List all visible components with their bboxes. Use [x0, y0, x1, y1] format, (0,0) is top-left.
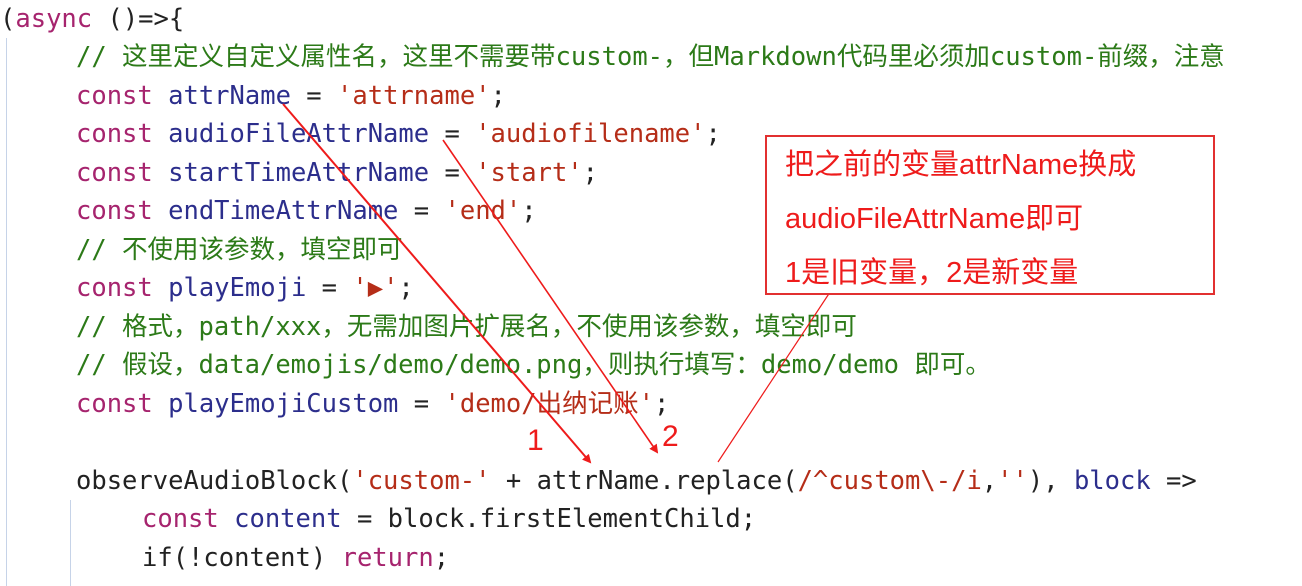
callout-line-2: audioFileAttrName即可	[785, 203, 1084, 235]
code-line-3: const attrName = 'attrname';	[76, 81, 506, 111]
code-line-9: // 格式，path/xxx，无需加图片扩展名，不使用该参数，填空即可	[76, 312, 857, 342]
code-line-6: const endTimeAttrName = 'end';	[76, 196, 537, 226]
marker-2: 2	[662, 420, 679, 453]
callout-line-3: 1是旧变量，2是新变量	[785, 257, 1079, 289]
code-line-11: const playEmojiCustom = 'demo/出纳记账';	[76, 389, 670, 419]
code-line-12: observeAudioBlock('custom-' + attrName.r…	[76, 466, 1197, 496]
code-line-2: // 这里定义自定义属性名，这里不需要带custom-，但Markdown代码里…	[76, 42, 1225, 72]
marker-1: 1	[527, 424, 544, 457]
indent-guide-inner	[70, 500, 71, 586]
code-line-8: const playEmoji = '▶';	[76, 273, 414, 303]
code-line-13: const content = block.firstElementChild;	[142, 504, 757, 534]
annotation-callout-box: 把之前的变量attrName换成 audioFileAttrName即可 1是旧…	[765, 135, 1215, 295]
code-line-7: // 不使用该参数，填空即可	[76, 235, 403, 265]
code-line-14: if(!content) return;	[142, 543, 450, 573]
code-line-1: (async ()=>{	[0, 4, 185, 34]
indent-guide	[6, 38, 7, 586]
code-line-10: // 假设，data/emojis/demo/demo.png，则执行填写：de…	[76, 350, 991, 380]
callout-line-1: 把之前的变量attrName换成	[785, 149, 1137, 181]
code-line-5: const startTimeAttrName = 'start';	[76, 158, 599, 188]
code-line-4: const audioFileAttrName = 'audiofilename…	[76, 119, 721, 149]
